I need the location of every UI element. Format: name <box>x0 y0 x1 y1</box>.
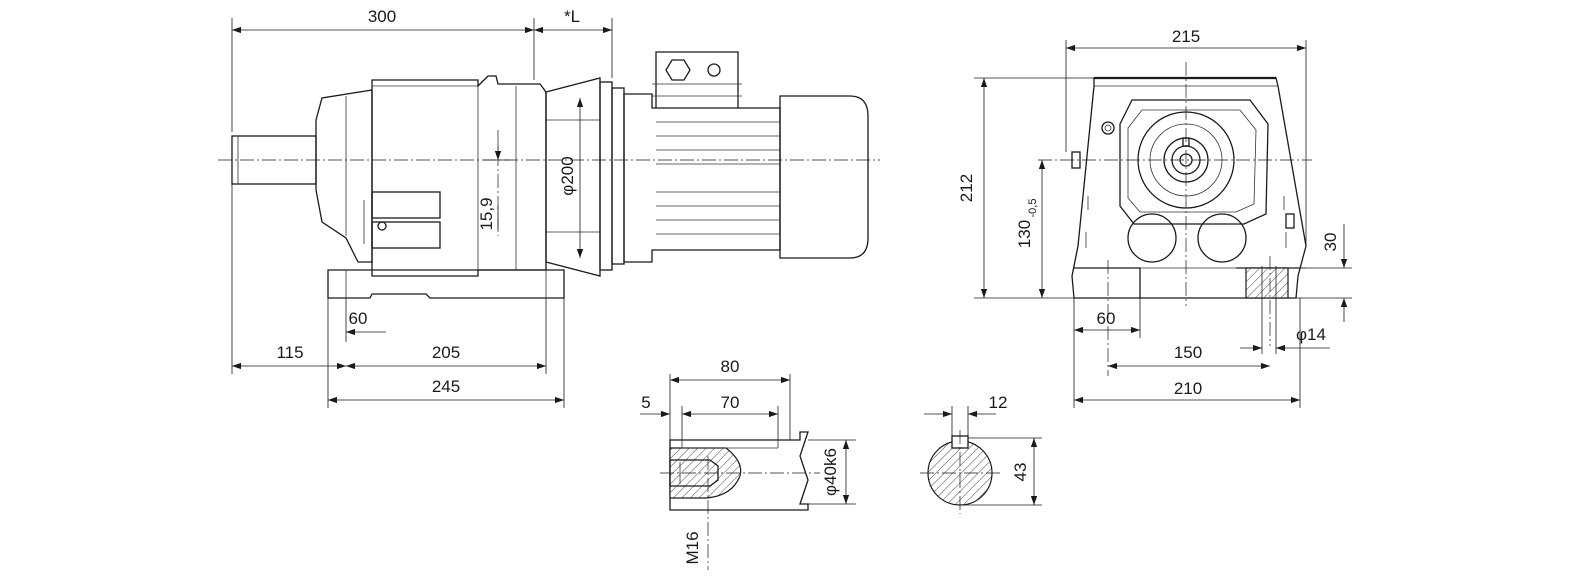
svg-text:φ200: φ200 <box>558 156 577 195</box>
foot-hole-section <box>1245 267 1289 299</box>
shaft-dimensions: 80 70 5 φ40k6 M16 <box>640 357 856 565</box>
dim-shaft-height: 130 <box>1015 220 1034 248</box>
dim-foot-hole-diameter: 14 <box>1307 325 1326 344</box>
side-dimensions: 300 *L φ200 15,9 60 115 205 <box>231 7 613 408</box>
svg-text:φ40k6: φ40k6 <box>821 448 840 496</box>
dim-key-width: 12 <box>989 393 1008 412</box>
section-dimensions: 12 43 <box>924 393 1042 506</box>
svg-text:φ14: φ14 <box>1296 325 1326 344</box>
shaft-detail: 80 70 5 φ40k6 M16 <box>640 357 856 570</box>
dim-housing-width: 215 <box>1172 27 1200 46</box>
diameter-symbol: φ <box>558 185 577 196</box>
dim-motor-length: *L <box>564 7 580 26</box>
dim-center-offset: 15,9 <box>477 197 496 230</box>
dim-foot-hole-spacing-front: 150 <box>1174 343 1202 362</box>
front-dimensions: 215 212 130 -0,5 30 60 150 <box>957 27 1352 408</box>
dim-key-height: 43 <box>1011 463 1030 482</box>
dim-shaft-projection: 115 <box>276 343 303 362</box>
dim-foot-hole-spacing: 205 <box>432 343 460 362</box>
side-centerlines <box>218 130 880 236</box>
diameter-symbol-2: φ <box>1296 325 1307 344</box>
dim-flange-diameter: 200 <box>558 156 577 184</box>
front-view: 215 212 130 -0,5 30 60 150 <box>957 27 1352 408</box>
adapter-flange <box>545 77 625 277</box>
dim-key-length: 70 <box>721 393 740 412</box>
diameter-symbol-3: φ <box>821 485 840 496</box>
side-view: 300 *L φ200 15,9 60 115 205 <box>218 7 880 408</box>
dim-foot-hole-offset-front: 60 <box>1097 309 1116 328</box>
gearbox-body <box>231 75 565 299</box>
dim-total-height: 212 <box>957 174 976 202</box>
shaft-section: 12 43 <box>920 393 1042 514</box>
cable-gland-icon <box>665 59 691 81</box>
front-housing <box>1071 76 1307 300</box>
front-centerlines <box>1038 62 1312 376</box>
dim-foot-width: 210 <box>1174 379 1202 398</box>
dim-shaft-diameter: 40k6 <box>821 448 840 485</box>
dim-shaft-height-tolerance: -0,5 <box>1027 199 1039 218</box>
dim-shaft-length: 80 <box>721 357 740 376</box>
dim-key-offset: 5 <box>641 393 650 412</box>
dim-overall-length: 300 <box>368 7 396 26</box>
dim-foot-height: 30 <box>1321 233 1340 252</box>
dim-foot-length: 245 <box>432 377 460 396</box>
dim-foot-hole-offset: 60 <box>349 309 368 328</box>
motor <box>623 51 869 263</box>
dim-thread: M16 <box>683 531 702 564</box>
